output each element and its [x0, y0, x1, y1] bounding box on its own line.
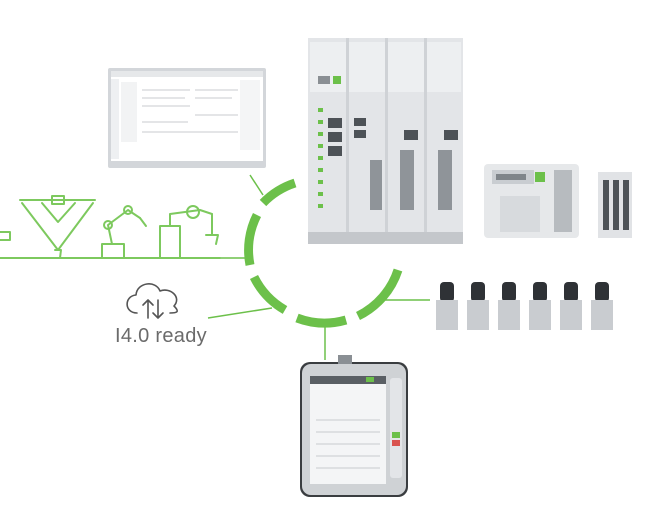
- ring-segment-5: [355, 268, 403, 321]
- io-module: [484, 164, 579, 238]
- connector-lines: [207, 174, 430, 360]
- connector-hmi: [249, 174, 264, 196]
- ring-segment-2: [244, 212, 262, 266]
- servo-motor: [529, 282, 551, 330]
- servo-motor: [467, 282, 489, 330]
- scara-robot-icon: [159, 205, 219, 259]
- cloud-upload-download-icon: [126, 283, 178, 319]
- connection-ring: [244, 178, 403, 328]
- ring-segment-3: [249, 274, 288, 314]
- servo-motor: [436, 282, 458, 330]
- controller-rack: [308, 38, 463, 244]
- servo-motors: [436, 282, 613, 330]
- robot-icons: [0, 195, 221, 259]
- servo-motor: [560, 282, 582, 330]
- articulated-robot-icon: [101, 205, 147, 259]
- terminal-module: [598, 172, 632, 238]
- servo-motor: [498, 282, 520, 330]
- cloud-caption: I4.0 ready: [115, 325, 207, 347]
- teach-pendant: [300, 355, 408, 497]
- delta-robot-icon: [19, 195, 96, 259]
- servo-motor: [591, 282, 613, 330]
- hmi-monitor: [108, 68, 266, 168]
- ring-segment-4: [295, 313, 348, 328]
- connector-cloud: [207, 307, 273, 319]
- ring-segment-1: [259, 178, 297, 207]
- partial-robot-icon: [0, 231, 11, 241]
